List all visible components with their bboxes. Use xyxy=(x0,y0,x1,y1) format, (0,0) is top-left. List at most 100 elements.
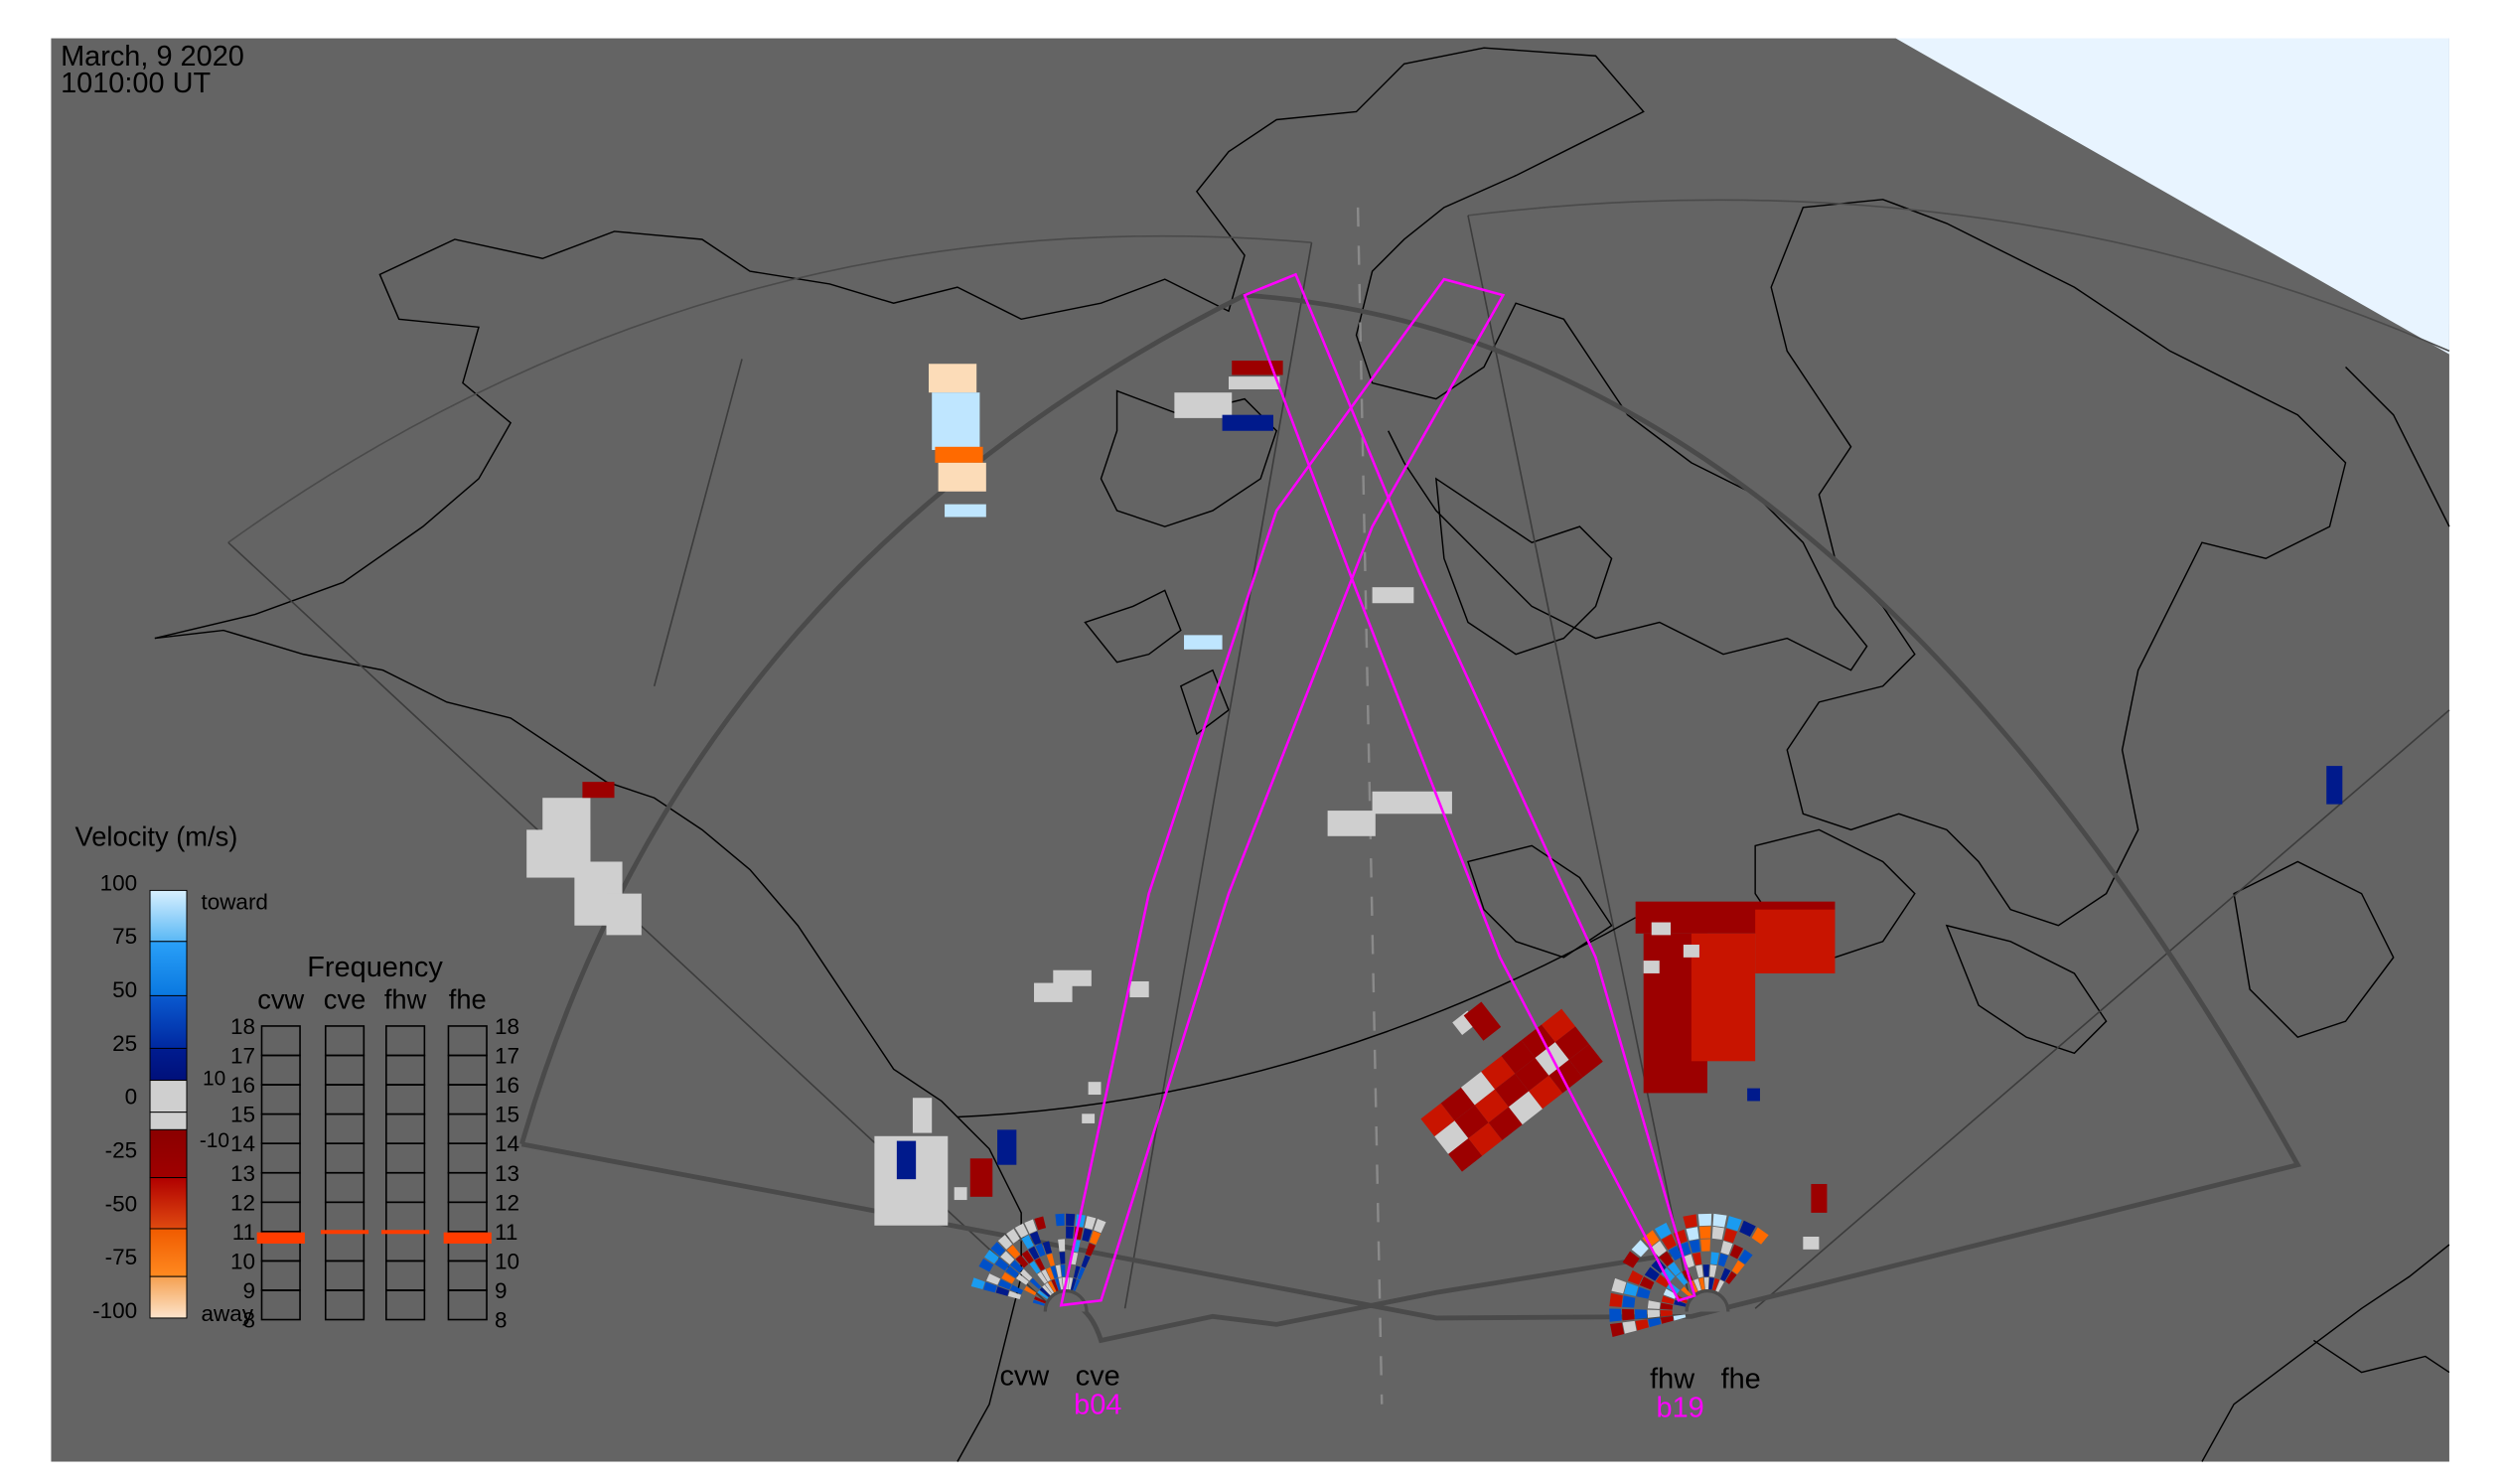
fan-cell xyxy=(1066,1226,1075,1239)
frequency-tick-left: 8 xyxy=(243,1308,256,1333)
fan-cell xyxy=(1654,1222,1672,1240)
fan-cell xyxy=(1644,1266,1660,1281)
colorbar-tick: 0 xyxy=(125,1085,138,1110)
near-range-echo-fans xyxy=(970,1213,1769,1338)
fan-cell xyxy=(998,1278,1012,1290)
echo-cell-26 xyxy=(997,1129,1017,1165)
colorbar-tick: 50 xyxy=(112,977,137,1002)
coastline-13 xyxy=(2312,1339,2450,1374)
colorbar-tick: 75 xyxy=(112,924,137,949)
fan-cell xyxy=(1674,1299,1687,1307)
fan-cell xyxy=(1622,1251,1640,1268)
fov-range-arc xyxy=(957,917,1637,1118)
echo-band-cell xyxy=(1454,1105,1489,1139)
echo-band-cell xyxy=(1541,1008,1576,1043)
fan-cell xyxy=(1661,1295,1675,1305)
echo-cell-13 xyxy=(582,782,615,799)
echo-cell-16 xyxy=(1327,811,1376,836)
fan-cell xyxy=(1029,1277,1042,1289)
fan-cell xyxy=(1070,1277,1077,1291)
radar-site-arc xyxy=(1685,1289,1730,1312)
fan-cell xyxy=(1034,1258,1046,1271)
frequency-tick-right: 17 xyxy=(495,1044,519,1069)
fov-outer-arc-west xyxy=(227,234,1312,543)
echo-band-cell xyxy=(1529,1075,1563,1110)
echo-cell-7 xyxy=(1174,392,1233,418)
beam-b19-outline xyxy=(1243,272,1696,1302)
fan-cell xyxy=(1738,1249,1753,1264)
echo-band-cell xyxy=(1548,1059,1583,1094)
radar-label-fhe: fhe xyxy=(1721,1364,1761,1396)
fan-cell xyxy=(994,1258,1009,1271)
fan-cell xyxy=(1068,1277,1074,1290)
fan-cell xyxy=(1648,1317,1662,1328)
fan-cell xyxy=(1668,1246,1683,1261)
fan-cell xyxy=(1698,1226,1711,1239)
frequency-tick-left: 10 xyxy=(230,1249,255,1273)
echo-band-cell xyxy=(1501,1040,1536,1074)
legend-title: Velocity (m/s) xyxy=(75,820,238,851)
frequency-cell xyxy=(385,1289,426,1321)
date-label: March, 9 2020 xyxy=(61,41,244,73)
fan-cell xyxy=(1660,1302,1674,1310)
echo-cell-19 xyxy=(1053,969,1092,986)
coastline-11 xyxy=(2345,366,2450,527)
echo-cell-32 xyxy=(1755,909,1836,973)
echo-band-cell xyxy=(1568,1044,1603,1078)
fan-cell xyxy=(1751,1227,1769,1245)
fan-cell xyxy=(1710,1252,1719,1265)
echo-band-cell xyxy=(1495,1073,1530,1108)
fan-cell xyxy=(1032,1299,1046,1306)
colorbar-segment-6 xyxy=(149,1128,188,1179)
frequency-tick-left: 13 xyxy=(230,1161,255,1186)
fan-cell xyxy=(1720,1267,1731,1281)
radar-label-fhw: fhw xyxy=(1650,1364,1694,1396)
fan-cell xyxy=(1050,1265,1058,1279)
echo-band-cell xyxy=(1554,1026,1589,1060)
fov-combined-outline xyxy=(519,292,2301,1321)
fan-cell xyxy=(1046,1266,1055,1280)
frequency-tick-left: 15 xyxy=(230,1103,255,1127)
echo-cell-34 xyxy=(1651,922,1671,936)
fan-cell xyxy=(1659,1251,1674,1266)
echo-cell-6 xyxy=(1229,376,1280,389)
time-label: 1010:00 UT xyxy=(61,68,211,99)
fan-cell xyxy=(1037,1289,1049,1299)
map-background xyxy=(51,38,2449,1462)
echo-cell-18 xyxy=(1034,982,1073,1002)
frequency-tick-left: 18 xyxy=(230,1014,255,1039)
fan-cell xyxy=(1066,1213,1076,1227)
fan-cell xyxy=(1676,1272,1689,1285)
fan-cell xyxy=(1015,1255,1029,1268)
fan-cell xyxy=(1082,1228,1093,1243)
echo-band-cell xyxy=(1521,1024,1555,1059)
fan-cell xyxy=(1042,1284,1053,1296)
colorbar-tick: 100 xyxy=(100,870,138,895)
legend-toward-label: toward xyxy=(201,890,268,915)
frequency-column-fhw: fhw xyxy=(380,983,430,1321)
echo-band-cell xyxy=(1515,1058,1549,1092)
fan-cell xyxy=(1046,1253,1055,1266)
frequency-column-fhe: fhe xyxy=(443,983,492,1321)
fan-cell xyxy=(1647,1300,1661,1309)
colorbar-segment-3 xyxy=(149,1047,188,1082)
fan-cvw-cve xyxy=(970,1213,1106,1312)
fan-cell xyxy=(1014,1223,1029,1239)
fan-cell xyxy=(990,1242,1006,1257)
frequency-tick-right: 9 xyxy=(495,1278,508,1303)
echo-cell-33 xyxy=(1747,1088,1760,1102)
fan-cell xyxy=(984,1250,999,1264)
colorbar-segment-5 xyxy=(149,1112,188,1130)
fan-cell xyxy=(1084,1216,1097,1230)
fan-cell xyxy=(1020,1268,1033,1281)
frequency-tick-right: 16 xyxy=(495,1073,519,1098)
coastline-12 xyxy=(2201,1244,2450,1462)
fan-cell xyxy=(1693,1252,1702,1265)
echo-band-cell xyxy=(1508,1091,1543,1125)
fan-cell xyxy=(1609,1292,1623,1307)
fan-fhw-fhe xyxy=(1609,1213,1769,1338)
